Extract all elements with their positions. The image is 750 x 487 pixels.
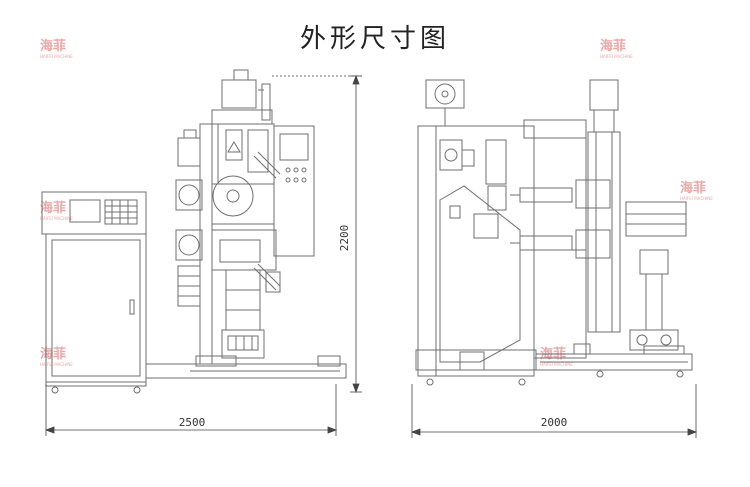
side-right-unit	[625, 201, 687, 351]
side-guard	[439, 185, 521, 363]
side-arms	[510, 179, 611, 259]
watermark-logo-5: 海菲 HAIFEI MACHINE	[40, 346, 73, 367]
watermark-logo-2: 海菲 HAIFEI MACHINE	[600, 38, 633, 59]
svg-text:海菲: 海菲	[680, 180, 706, 196]
height-label: 2200	[338, 225, 351, 252]
front-right-panel	[253, 125, 315, 293]
watermark-logo-3: 海菲 HAIFEI MACHINE	[40, 200, 73, 221]
front-width-arrow-left	[44, 426, 55, 434]
side-width-arrow-right	[687, 428, 698, 436]
front-base-rail	[145, 355, 347, 379]
svg-text:海菲: 海菲	[40, 200, 66, 216]
svg-text:海菲: 海菲	[40, 346, 66, 362]
svg-text:HAIFEI MACHINE: HAIFEI MACHINE	[540, 362, 573, 367]
front-left-motors	[175, 129, 203, 307]
svg-text:HAIFEI MACHINE: HAIFEI MACHINE	[40, 54, 73, 59]
height-dim-arrow-bottom	[352, 383, 360, 394]
side-column	[523, 79, 621, 359]
front-width-label: 2500	[179, 416, 206, 429]
page-title: 外形尺寸图	[299, 24, 450, 54]
svg-text:HAIFEI MACHINE: HAIFEI MACHINE	[40, 216, 73, 221]
front-width-arrow-right	[327, 426, 338, 434]
control-cabinet	[41, 191, 147, 394]
front-main-column	[199, 69, 277, 365]
side-width-label: 2000	[541, 416, 568, 429]
side-width-arrow-left	[410, 428, 421, 436]
dimension-lines	[44, 74, 698, 438]
side-spool	[425, 79, 465, 126]
svg-text:海菲: 海菲	[600, 38, 626, 54]
watermark-logo-4: 海菲 HAIFEI MACHINE	[680, 180, 713, 201]
svg-text:HAIFEI MACHINE: HAIFEI MACHINE	[40, 362, 73, 367]
svg-text:HAIFEI MACHINE: HAIFEI MACHINE	[600, 54, 633, 59]
side-view	[415, 79, 693, 386]
height-dim-arrow-top	[352, 74, 360, 85]
svg-text:海菲: 海菲	[40, 38, 66, 54]
front-view	[41, 69, 347, 394]
side-base-rail	[535, 343, 693, 378]
side-main-frame	[415, 125, 537, 386]
watermark-logo-1: 海菲 HAIFEI MACHINE	[40, 38, 73, 59]
watermark-group: 海菲 HAIFEI MACHINE 海菲 HAIFEI MACHINE 海菲 H…	[40, 38, 713, 367]
svg-text:HAIFEI MACHINE: HAIFEI MACHINE	[680, 196, 713, 201]
watermark-logo-6: 海菲 HAIFEI MACHINE	[540, 346, 573, 367]
